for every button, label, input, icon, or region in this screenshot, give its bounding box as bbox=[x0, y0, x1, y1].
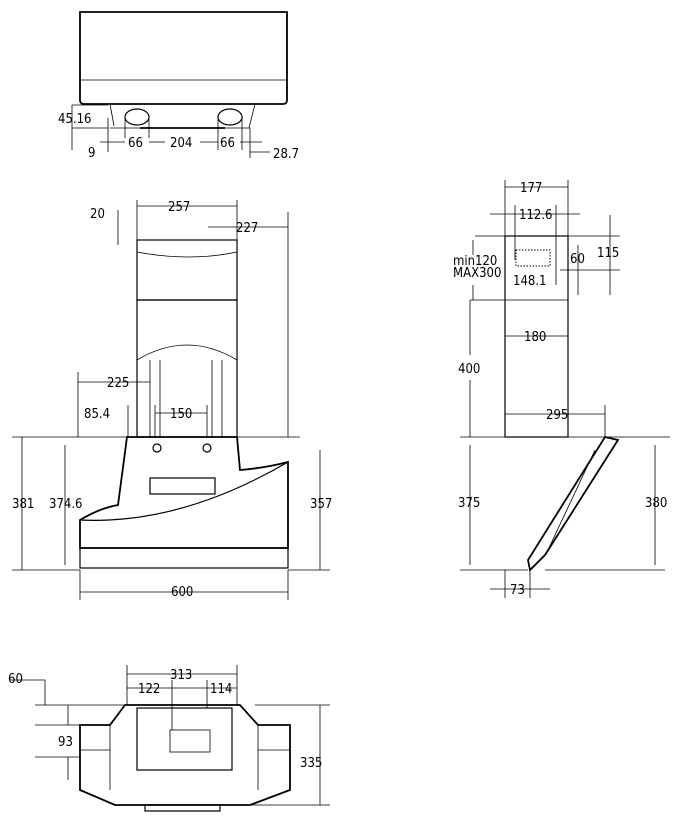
hood-base bbox=[79, 547, 289, 569]
bottom-view-outline bbox=[79, 704, 291, 806]
dim-85-4: 85.4 bbox=[84, 407, 110, 422]
dim-45-16: 45.16 bbox=[58, 112, 91, 127]
bottom-view: 60 313 122 114 93 335 bbox=[8, 665, 330, 812]
side-view: 177 112.6 115 60 min120 MAX300 148.1 180… bbox=[453, 180, 670, 598]
dim-115: 115 bbox=[597, 246, 619, 261]
dim-357: 357 bbox=[310, 497, 332, 512]
dim-112-6: 112.6 bbox=[519, 208, 552, 223]
front-view: 20 257 227 225 85.4 150 381 374.6 357 60… bbox=[12, 200, 332, 600]
duct-left bbox=[124, 108, 150, 126]
top-view-outline bbox=[79, 11, 288, 105]
dim-381: 381 bbox=[12, 497, 34, 512]
fan-housing bbox=[169, 729, 211, 753]
dim-73: 73 bbox=[510, 583, 525, 598]
vent-slots bbox=[515, 249, 551, 267]
dim-313: 313 bbox=[170, 668, 192, 683]
dim-225: 225 bbox=[107, 376, 129, 391]
dim-150: 150 bbox=[170, 407, 192, 422]
dim-380: 380 bbox=[645, 496, 667, 511]
dim-600: 600 bbox=[171, 585, 193, 600]
chimney-upper bbox=[136, 239, 238, 301]
side-glass-panel bbox=[527, 435, 620, 572]
dim-114: 114 bbox=[210, 682, 232, 697]
dim-60: 60 bbox=[570, 252, 585, 267]
dim-20: 20 bbox=[90, 207, 105, 222]
dim-148-1: 148.1 bbox=[513, 274, 546, 289]
dim-180: 180 bbox=[524, 330, 546, 345]
motor-plate bbox=[136, 707, 233, 771]
dim-177: 177 bbox=[520, 181, 542, 196]
dim-min120: min120 bbox=[453, 254, 497, 269]
dim-9: 9 bbox=[88, 146, 95, 161]
dim-max300: MAX300 bbox=[453, 266, 501, 281]
dim-375: 375 bbox=[458, 496, 480, 511]
dim-400: 400 bbox=[458, 362, 480, 377]
dim-28-7: 28.7 bbox=[273, 147, 299, 162]
dim-66-right: 66 bbox=[220, 136, 235, 151]
top-view: 45.16 9 66 204 66 28.7 bbox=[58, 11, 299, 162]
control-panel bbox=[149, 477, 216, 495]
dim-335: 335 bbox=[300, 756, 322, 771]
dim-122: 122 bbox=[138, 682, 160, 697]
duct-right bbox=[217, 108, 243, 126]
dim-374-6: 374.6 bbox=[49, 497, 82, 512]
dim-66-left: 66 bbox=[128, 136, 143, 151]
dim-257: 257 bbox=[168, 200, 190, 215]
dim-93: 93 bbox=[58, 735, 73, 750]
dim-204: 204 bbox=[170, 136, 192, 151]
dim-295: 295 bbox=[546, 408, 568, 423]
hood-body bbox=[79, 436, 289, 549]
dim-60-bottom: 60 bbox=[8, 672, 23, 687]
dim-227: 227 bbox=[236, 221, 258, 236]
